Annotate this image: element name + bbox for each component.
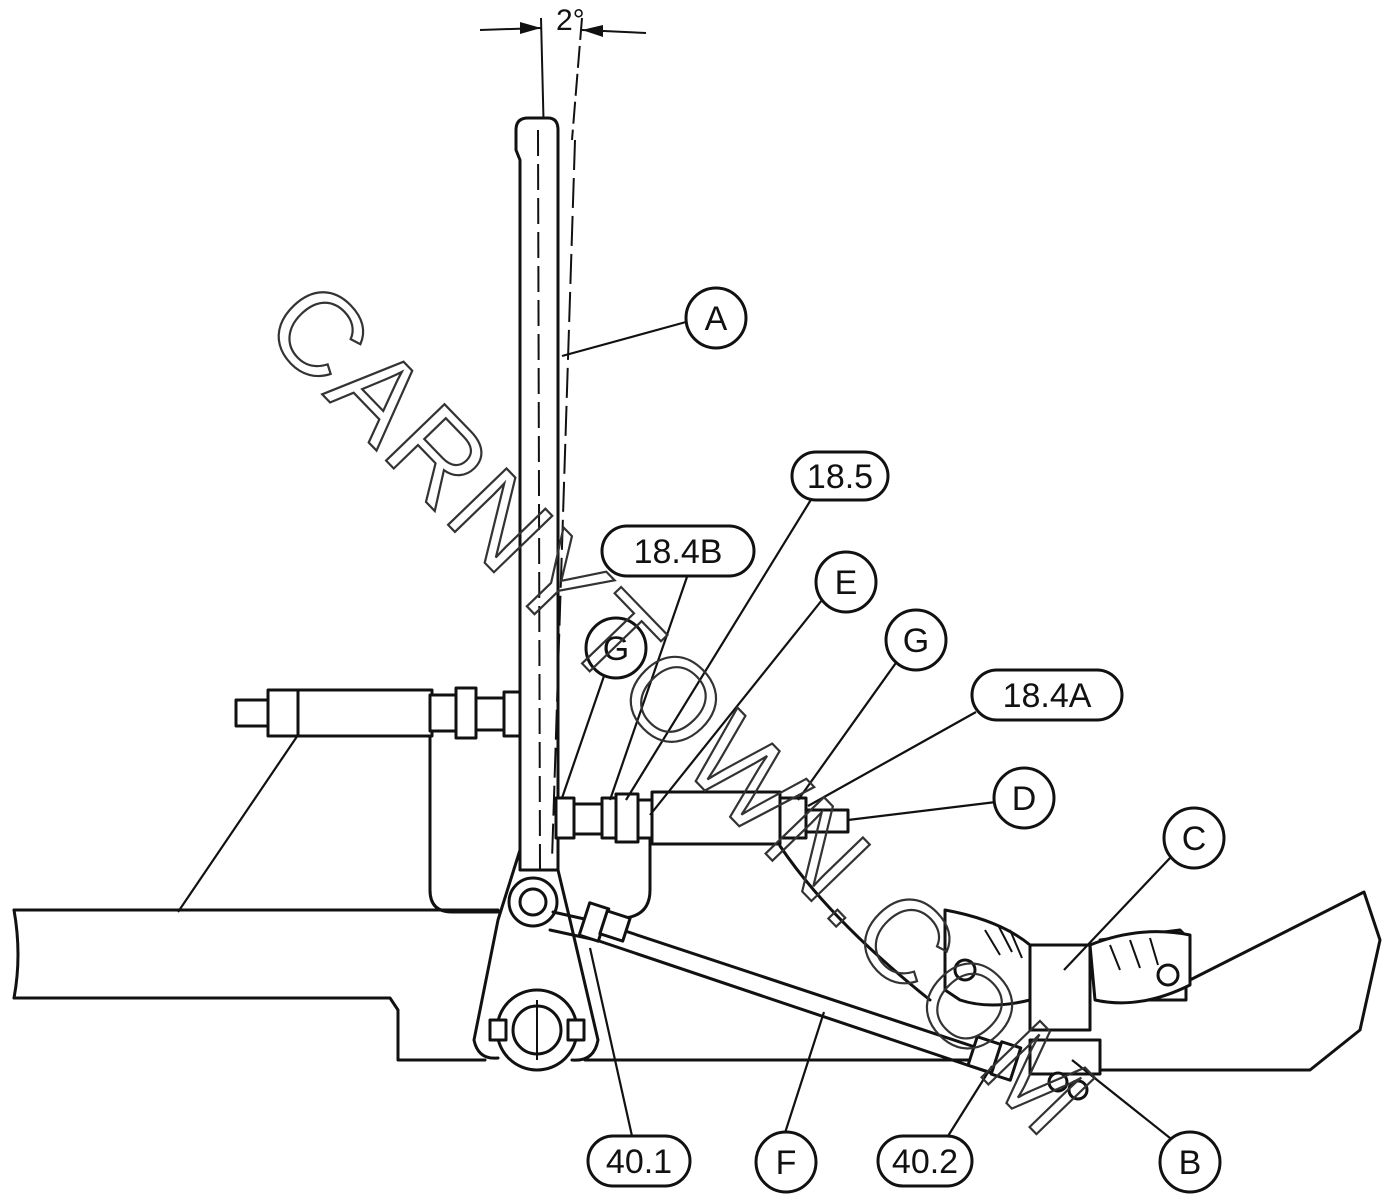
callout-18-5: 18.5 (625, 450, 890, 801)
svg-text:C: C (1182, 820, 1207, 858)
svg-text:18.5: 18.5 (807, 458, 873, 496)
svg-text:40.2: 40.2 (892, 1143, 958, 1181)
tie-rod (548, 901, 1023, 1082)
callout-40-2: 40.2 (876, 1065, 993, 1188)
pivot-clamp (472, 848, 600, 1072)
angle-label: 2° (556, 4, 585, 37)
callout-F: F (754, 1011, 826, 1194)
callout-18-4B: 18.4B (600, 524, 756, 801)
callout-B: B (1071, 1059, 1222, 1194)
lever-arm (514, 116, 576, 872)
svg-text:40.1: 40.1 (606, 1143, 672, 1181)
lower-adjuster (554, 790, 932, 1002)
svg-text:A: A (705, 300, 728, 338)
svg-text:18.4A: 18.4A (1003, 677, 1092, 715)
upper-bracket (177, 686, 652, 920)
svg-text:G: G (603, 630, 629, 668)
callout-G-left: G (560, 616, 648, 799)
callout-18-4A: 18.4A (807, 668, 1124, 807)
callout-E: E (649, 550, 878, 816)
callout-C: C (1063, 806, 1226, 971)
steering-box (943, 908, 1192, 1101)
svg-text:F: F (776, 1144, 797, 1182)
angle-dimension: 2° (479, 4, 647, 141)
svg-text:G: G (903, 622, 929, 660)
svg-text:18.4B: 18.4B (634, 533, 723, 571)
callout-A: A (561, 286, 748, 358)
svg-text:B: B (1179, 1144, 1202, 1182)
callout-G-right: G (797, 608, 948, 801)
callout-40-1: 40.1 (586, 947, 692, 1188)
callout-D: D (847, 766, 1056, 830)
svg-text:E: E (835, 564, 858, 602)
svg-text:D: D (1012, 780, 1037, 818)
